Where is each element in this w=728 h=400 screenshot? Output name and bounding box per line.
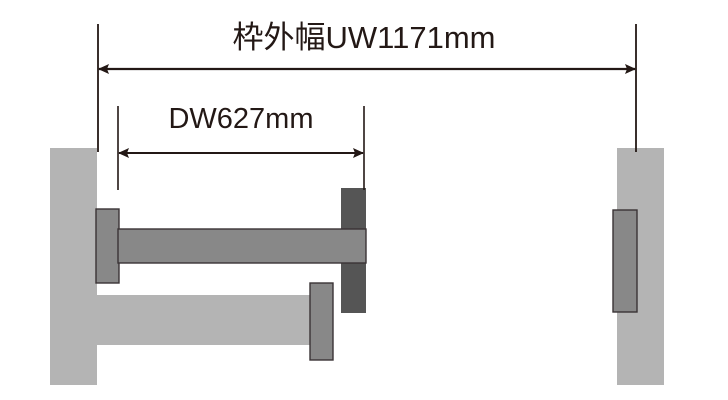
left-hinge-block — [95, 208, 120, 284]
left-frame-post — [50, 148, 97, 385]
lower-center-block — [309, 282, 334, 361]
dw-dimension-label: DW627mm — [168, 103, 314, 135]
uw-dimension-label: 枠外幅UW1171mm — [232, 20, 496, 55]
right-jamb-block — [612, 209, 638, 313]
upper-door-panel — [117, 228, 367, 264]
lower-door-panel — [96, 295, 311, 345]
